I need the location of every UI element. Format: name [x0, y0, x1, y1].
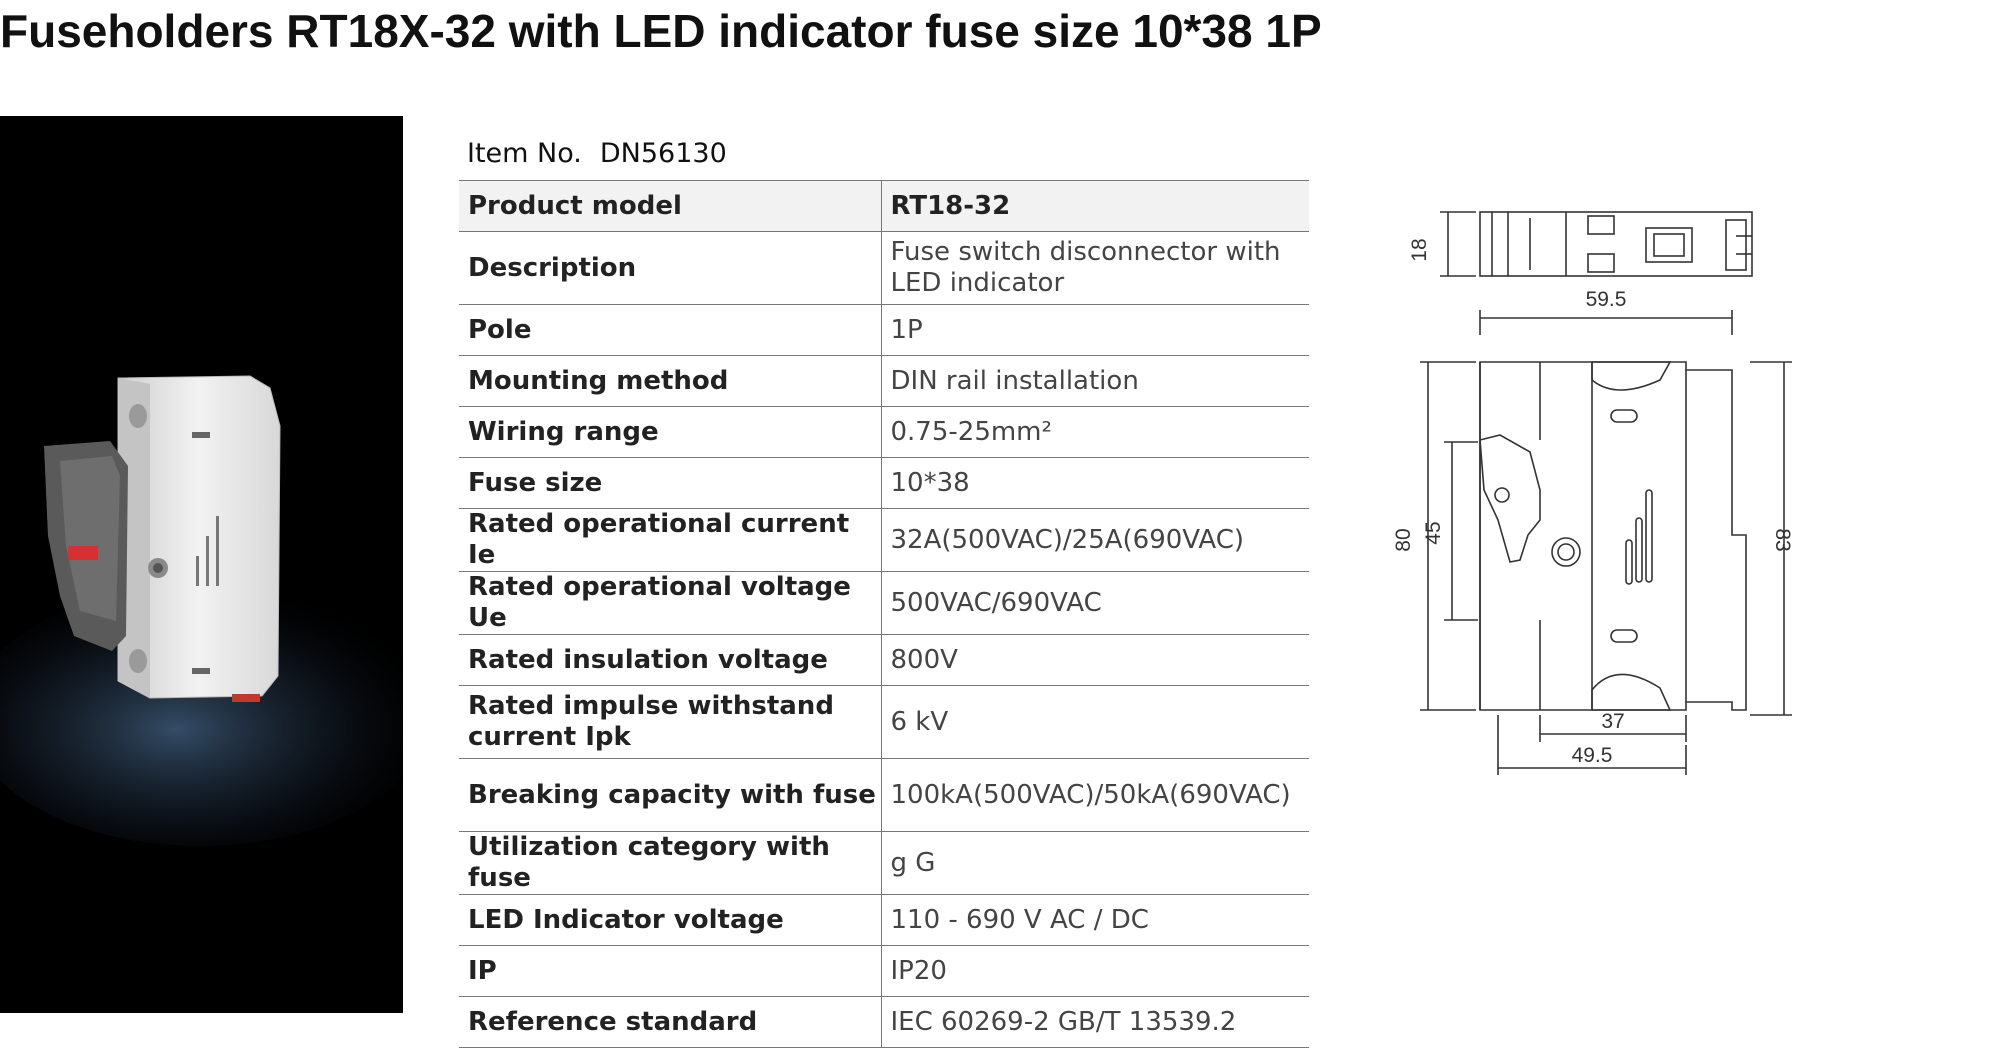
table-row: Rated operational voltage Ue 500VAC/690V… [459, 571, 1309, 635]
row-value: 110 - 690 V AC / DC [881, 894, 1309, 946]
table-row: Reference standard IEC 60269-2 GB/T 1353… [459, 996, 1309, 1048]
front-view [1479, 361, 1747, 711]
table-row: Description Fuse switch disconnector wit… [459, 231, 1309, 305]
row-key: Pole [459, 304, 882, 356]
table-row: Breaking capacity with fuse 100kA(500VAC… [459, 758, 1309, 832]
row-value: IEC 60269-2 GB/T 13539.2 [881, 996, 1309, 1048]
item-number-value: DN56130 [599, 138, 727, 169]
row-value: 500VAC/690VAC [881, 571, 1309, 635]
row-key: LED Indicator voltage [459, 894, 882, 946]
row-value: 0.75-25mm² [881, 406, 1309, 458]
dim-inner-height: 45 [1422, 521, 1445, 544]
dim-top-height: 18 [1408, 238, 1431, 261]
item-number: Item No. DN56130 [467, 138, 727, 169]
dim-width-top: 59.5 [1586, 288, 1627, 311]
table-row: Wiring range 0.75-25mm² [459, 406, 1309, 458]
row-key: Rated impulse withstand current Ipk [459, 685, 882, 759]
product-photo-illustration [0, 116, 403, 1013]
table-header-value: RT18-32 [881, 180, 1309, 232]
table-header-row: Product model RT18-32 [459, 180, 1309, 232]
product-photo [0, 116, 403, 1013]
row-key: Fuse size [459, 457, 882, 509]
dim-bottom-width-outer: 49.5 [1572, 744, 1613, 767]
dim-total-height: 80 [1392, 528, 1415, 551]
row-value: IP20 [881, 945, 1309, 997]
item-number-label: Item No. [467, 138, 582, 169]
row-value: 1P [881, 304, 1309, 356]
table-row: Pole 1P [459, 304, 1309, 356]
table-row: LED Indicator voltage 110 - 690 V AC / D… [459, 894, 1309, 946]
row-key: Rated operational voltage Ue [459, 571, 882, 635]
row-value: 10*38 [881, 457, 1309, 509]
dim-bottom-width-inner: 37 [1601, 710, 1624, 733]
row-key: Mounting method [459, 355, 882, 407]
dim-right-height: 83 [1771, 528, 1794, 551]
dimension-drawing: 18 59.5 80 45 83 37 49.5 [1392, 211, 1794, 775]
page-title: Fuseholders RT18X-32 with LED indicator … [0, 5, 1322, 57]
row-key: Breaking capacity with fuse [459, 758, 882, 832]
spec-table: Product model RT18-32 Description Fuse s… [459, 180, 1309, 1048]
row-value: 32A(500VAC)/25A(690VAC) [881, 508, 1309, 572]
table-row: Rated insulation voltage 800V [459, 634, 1309, 686]
table-row: IP IP20 [459, 945, 1309, 997]
table-row: Rated operational current Ie 32A(500VAC)… [459, 508, 1309, 572]
row-value: 6 kV [881, 685, 1309, 759]
table-row: Rated impulse withstand current Ipk 6 kV [459, 685, 1309, 759]
row-key: Utilization category with fuse [459, 831, 882, 895]
row-value: DIN rail installation [881, 355, 1309, 407]
row-key: IP [459, 945, 882, 997]
row-value: Fuse switch disconnector with LED indica… [881, 231, 1309, 305]
table-row: Mounting method DIN rail installation [459, 355, 1309, 407]
row-value: g G [881, 831, 1309, 895]
row-value: 800V [881, 634, 1309, 686]
row-key: Description [459, 231, 882, 305]
row-key: Rated operational current Ie [459, 508, 882, 572]
top-view [1440, 211, 1753, 277]
table-row: Fuse size 10*38 [459, 457, 1309, 509]
row-value: 100kA(500VAC)/50kA(690VAC) [881, 758, 1309, 832]
row-key: Rated insulation voltage [459, 634, 882, 686]
table-header-key: Product model [459, 180, 882, 232]
row-key: Reference standard [459, 996, 882, 1048]
row-key: Wiring range [459, 406, 882, 458]
table-row: Utilization category with fuse g G [459, 831, 1309, 895]
